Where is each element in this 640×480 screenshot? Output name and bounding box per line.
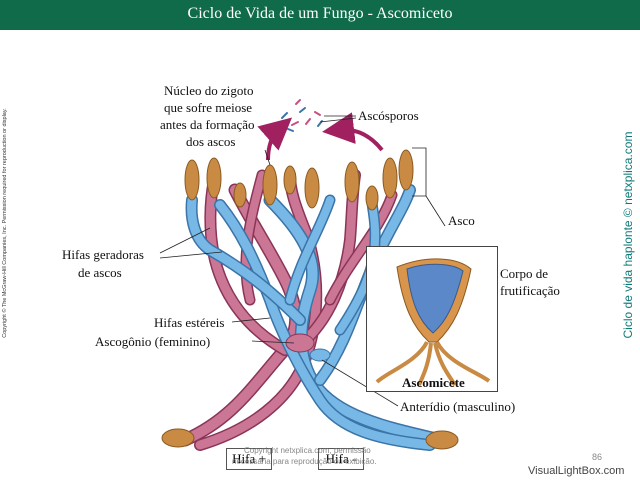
label-nucleo-2: que sofre meiose (164, 100, 253, 115)
antheridium (309, 348, 331, 362)
hifa-plus-label: Hifa + (226, 448, 272, 470)
label-nucleo-4: dos ascos (186, 134, 236, 149)
page-number: 86 (592, 452, 603, 462)
label-asco: Asco (448, 213, 475, 228)
title-bar: Ciclo de Vida de um Fungo - Ascomiceto (0, 0, 640, 30)
ascospores (281, 99, 323, 132)
label-hifas-geradoras-2: de ascos (78, 265, 122, 280)
label-nucleo-1: Núcleo do zigoto (164, 83, 254, 98)
label-ascomicete: Ascomicete (402, 375, 465, 390)
leader-lines (159, 115, 498, 407)
release-arrow-right (322, 112, 384, 152)
hifa-minus-label: Hifa - (318, 448, 364, 470)
label-corpo-2: frutificação (500, 283, 560, 298)
release-arrow-left (257, 117, 293, 161)
fruiting-body-inset (366, 246, 498, 392)
label-anteridio: Anterídio (masculino) (400, 399, 516, 414)
site-credit[interactable]: VisualLightBox.com (528, 465, 625, 477)
hifa-minus-spore (425, 430, 459, 450)
page-title: Ciclo de Vida de um Fungo - Ascomiceto (187, 5, 453, 22)
label-ascosporos: Ascósporos (358, 108, 419, 123)
watermark-line-1: Copyright netxplica.com, permissão (244, 446, 371, 455)
fruiting-body-drawing (375, 258, 491, 387)
asci (184, 149, 414, 211)
label-hifas-estereis: Hifas estéreis (154, 315, 225, 330)
watermark-line-2: necessária para reprodução ou exibição. (232, 457, 377, 466)
hifa-plus-spore (161, 428, 195, 448)
label-hifas-geradoras-1: Hifas geradoras (62, 247, 144, 262)
label-nucleo-3: antes da formação (160, 117, 255, 132)
label-ascogonio: Ascogônio (feminino) (95, 334, 211, 349)
label-corpo-1: Corpo de (500, 266, 549, 281)
